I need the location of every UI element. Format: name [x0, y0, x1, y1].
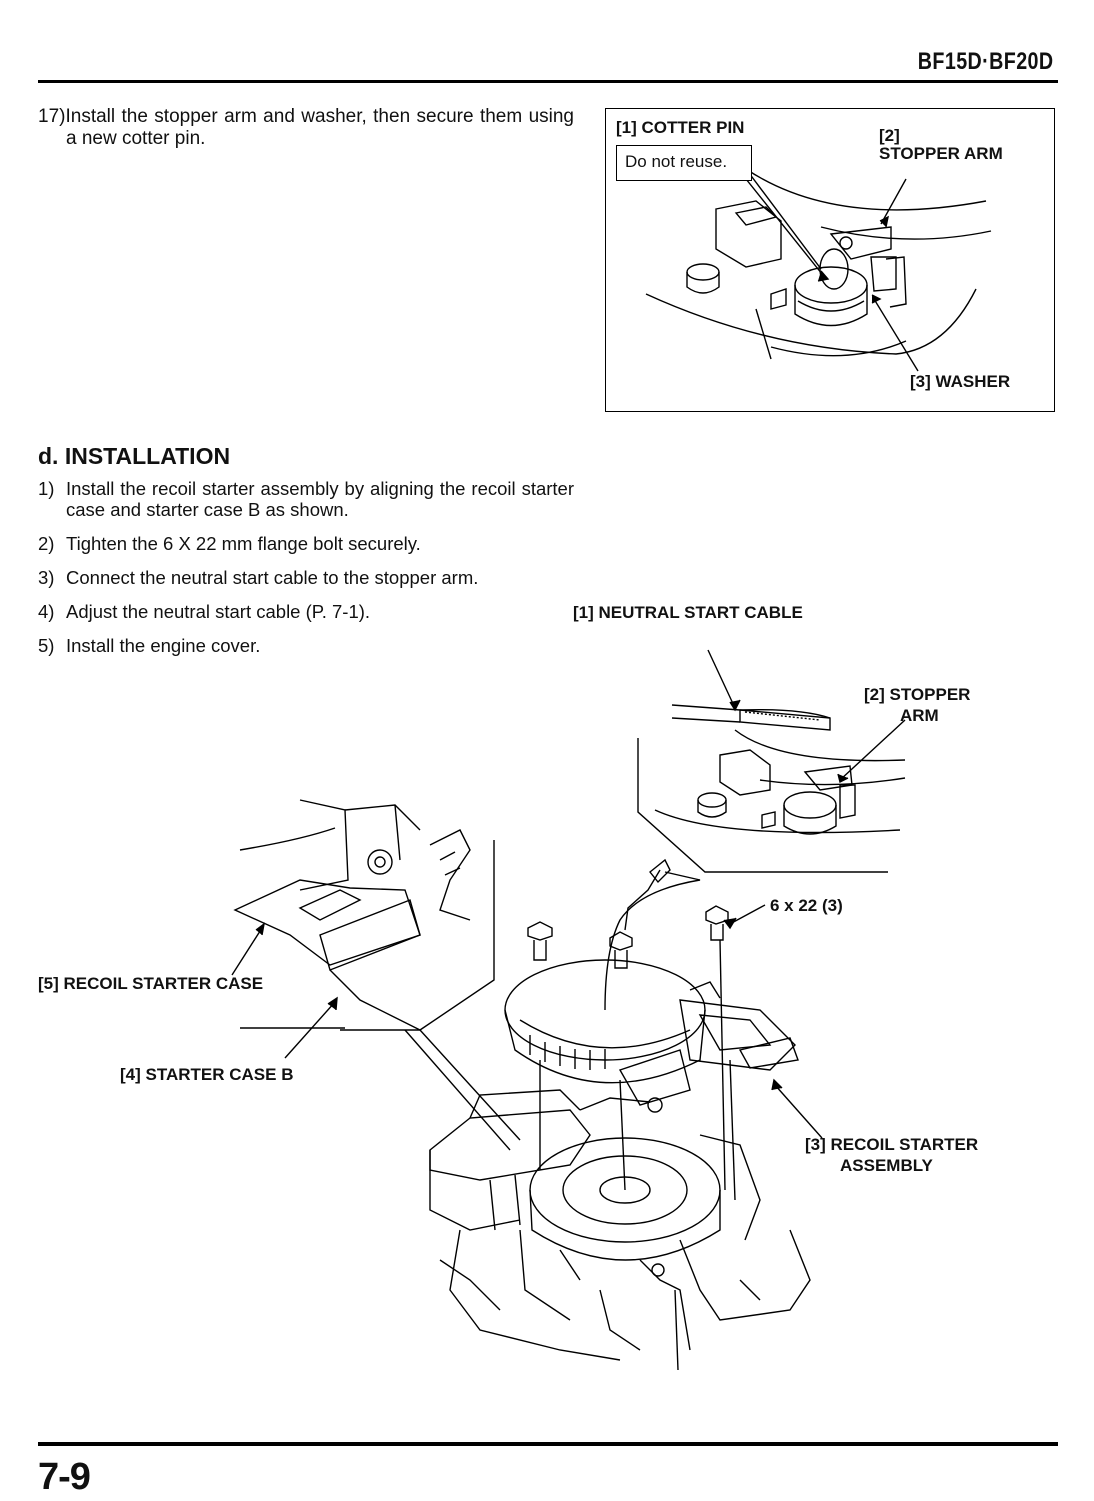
- header-rule: [38, 80, 1058, 83]
- installation-steps: 1)Install the recoil starter assembly by…: [38, 478, 574, 669]
- recoil-starter-drawing: [231, 649, 906, 1370]
- model-title: BF15D·BF20D: [918, 48, 1054, 75]
- washer-label: [3] WASHER: [910, 372, 1011, 391]
- step-17-number: 17): [38, 106, 66, 127]
- list-item: 4)Adjust the neutral start cable (P. 7-1…: [38, 601, 371, 622]
- recoil-starter-assembly-label-b: ASSEMBLY: [840, 1156, 933, 1175]
- stopper-arm-label-2b: ARM: [900, 706, 939, 725]
- stopper-arm-label-2: [2] STOPPER: [864, 685, 971, 704]
- page-number: 7-9: [38, 1456, 91, 1498]
- stopper-arm-drawing: [645, 168, 992, 372]
- step-17: 17)Install the stopper arm and washer, t…: [38, 106, 574, 150]
- step-17-text: Install the stopper arm and washer, then…: [65, 106, 574, 149]
- cotter-pin-label: [1] COTTER PIN: [616, 118, 745, 137]
- section-title: d. INSTALLATION: [38, 443, 231, 469]
- stopper-arm-figure: [1] COTTER PIN Do not reuse. [2] STOPPER…: [605, 108, 1055, 412]
- installation-figure: [1] NEUTRAL START CABLE [2] STOPPER ARM …: [0, 590, 1094, 1370]
- stopper-arm-label: STOPPER ARM: [879, 144, 1003, 163]
- starter-case-b-label: [4] STARTER CASE B: [120, 1065, 294, 1084]
- stopper-arm-number: [2]: [879, 126, 900, 145]
- list-item: 1)Install the recoil starter assembly by…: [38, 478, 574, 520]
- recoil-starter-assembly-label: [3] RECOIL STARTER: [805, 1135, 979, 1154]
- recoil-starter-case-label: [5] RECOIL STARTER CASE: [38, 974, 264, 993]
- list-item: 2)Tighten the 6 X 22 mm flange bolt secu…: [38, 533, 421, 554]
- neutral-start-cable-label: [1] NEUTRAL START CABLE: [573, 603, 803, 622]
- list-item: 3)Connect the neutral start cable to the…: [38, 567, 479, 588]
- do-not-reuse-note: Do not reuse.: [616, 145, 752, 181]
- list-item: 5)Install the engine cover.: [38, 635, 261, 656]
- flange-bolt-label: 6 x 22 (3): [770, 896, 843, 915]
- footer-rule: [38, 1442, 1058, 1446]
